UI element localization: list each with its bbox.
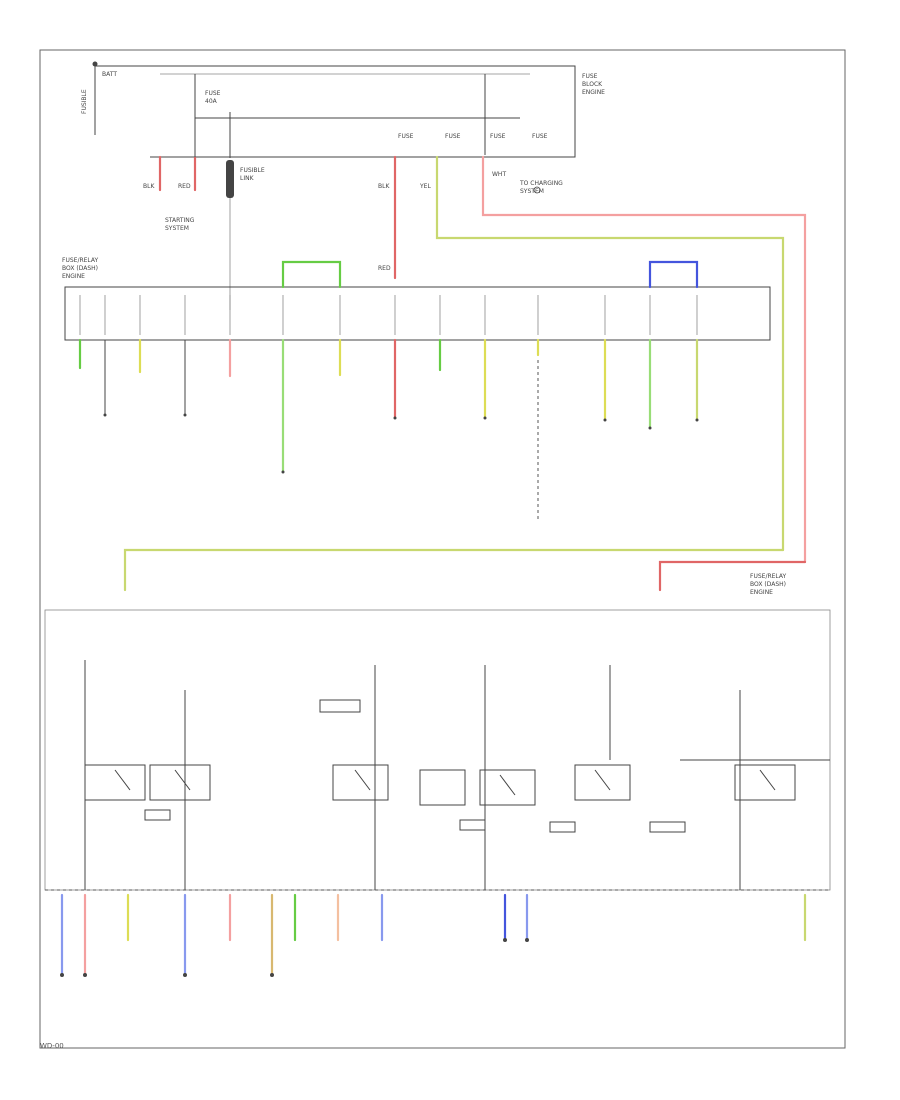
svg-text:LINK: LINK — [240, 175, 255, 182]
svg-text:FUSE: FUSE — [398, 133, 414, 140]
svg-text:ENGINE: ENGINE — [582, 89, 605, 96]
svg-text:BLOCK: BLOCK — [582, 81, 603, 88]
main-fuse-box — [64, 286, 771, 341]
svg-text:YEL: YEL — [419, 183, 431, 190]
svg-text:FUSIBLE: FUSIBLE — [240, 167, 265, 174]
svg-text:WHT: WHT — [492, 171, 506, 178]
svg-text:FUSE: FUSE — [532, 133, 548, 140]
svg-text:BLK: BLK — [143, 183, 155, 190]
svg-text:RED: RED — [178, 183, 191, 190]
svg-text:BOX (DASH): BOX (DASH) — [62, 265, 98, 272]
svg-text:BLK: BLK — [378, 183, 390, 190]
svg-text:FUSE: FUSE — [490, 133, 506, 140]
relay-group — [84, 699, 796, 833]
svg-text:SYSTEM: SYSTEM — [165, 225, 189, 232]
svg-text:ENGINE: ENGINE — [62, 273, 85, 280]
svg-text:FUSE: FUSE — [205, 90, 221, 97]
footer-code: WD-00 — [40, 1042, 64, 1050]
top-fuse-box: FUSE BLOCK ENGINE FUSE 40A FUSE FUSE FUS… — [150, 65, 605, 310]
lower-relay-box — [44, 609, 831, 891]
diagram-border — [39, 49, 846, 1049]
svg-text:FUSE: FUSE — [445, 133, 461, 140]
svg-text:BOX (DASH): BOX (DASH) — [750, 581, 786, 588]
svg-text:STARTING: STARTING — [165, 217, 195, 224]
battery-feed: BATT FUSIBLE — [81, 61, 530, 135]
svg-text:FUSE/RELAY: FUSE/RELAY — [750, 573, 787, 580]
svg-text:FUSE/RELAY: FUSE/RELAY — [62, 257, 99, 264]
svg-text:FUSIBLE: FUSIBLE — [81, 89, 88, 114]
svg-text:40A: 40A — [205, 98, 218, 105]
svg-text:TO CHARGING: TO CHARGING — [519, 180, 563, 187]
svg-text:SYSTEM: SYSTEM — [520, 188, 544, 195]
svg-text:RED: RED — [378, 265, 391, 272]
main-fuse-row — [79, 295, 698, 335]
svg-text:FUSE: FUSE — [582, 73, 598, 80]
svg-text:ENGINE: ENGINE — [750, 589, 773, 596]
svg-text:BATT: BATT — [102, 71, 117, 78]
